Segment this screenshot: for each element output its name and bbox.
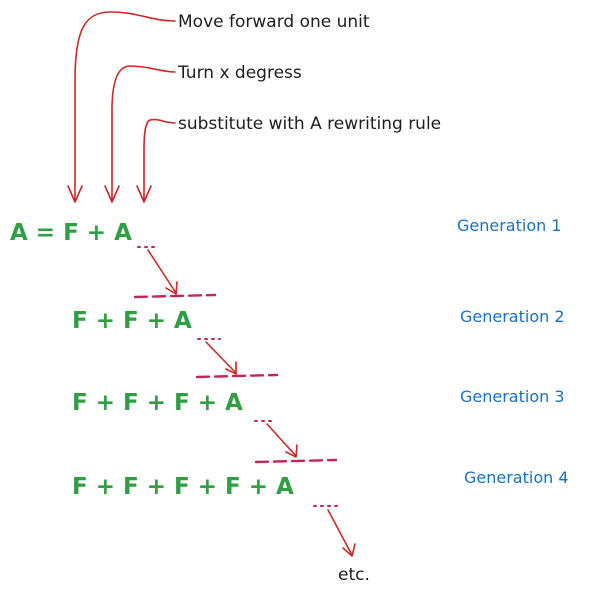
generation-4-expression: F + F + F + F + A (72, 474, 294, 500)
generation-2-expression: F + F + A (72, 308, 192, 334)
etc-label: etc. (338, 565, 370, 585)
annotation-arrow-substitute (136, 118, 176, 203)
annotation-substitute: substitute with A rewriting rule (178, 114, 441, 134)
rule-expression: A = F + A (10, 220, 132, 246)
annotation-move-forward: Move forward one unit (178, 12, 370, 32)
generation-3-expression: F + F + F + A (72, 390, 243, 416)
annotation-arrow-move (67, 11, 176, 203)
substitution-underline-4 (254, 458, 338, 464)
substitution-underline-2 (133, 293, 217, 299)
generation-2-label: Generation 2 (460, 307, 565, 326)
generation-1-label: Generation 1 (457, 216, 562, 235)
annotation-arrow-turn (104, 65, 176, 203)
annotation-turn: Turn x degress (177, 63, 302, 83)
generation-4-label: Generation 4 (464, 468, 569, 487)
substitution-underline-3 (195, 373, 279, 379)
substitution-arrow-2 (205, 341, 237, 375)
generation-3-label: Generation 3 (460, 387, 565, 406)
substitution-arrow-4 (327, 509, 356, 557)
substitution-arrow-1 (147, 249, 178, 295)
substitution-arrow-3 (266, 423, 298, 458)
